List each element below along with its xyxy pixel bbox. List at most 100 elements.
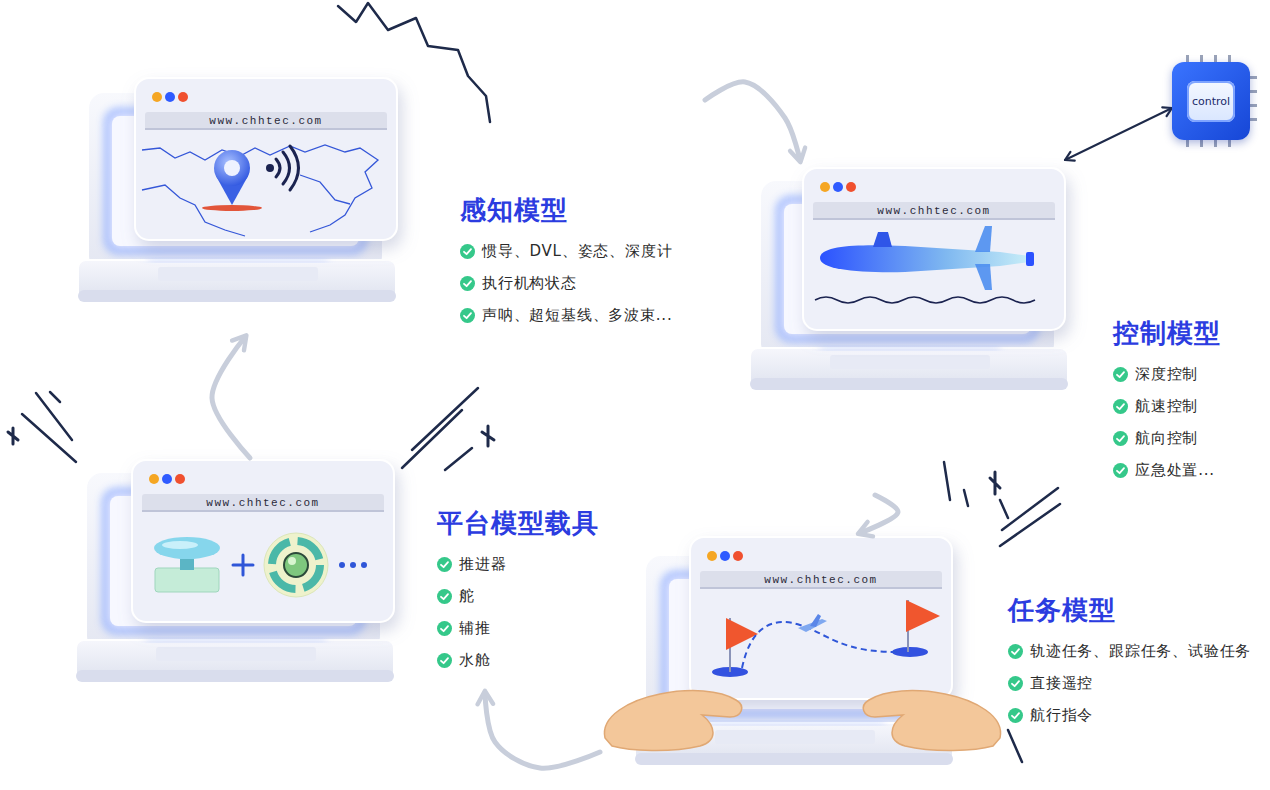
- cycle-arrow: [705, 82, 800, 160]
- hands-part: [604, 691, 741, 751]
- chip-pins-part: [1228, 55, 1231, 62]
- laptop-control-part: [975, 264, 992, 290]
- decoration-strokes-part: [1008, 730, 1022, 762]
- check-icon: [464, 313, 471, 318]
- feature-row: 轨迹任务、跟踪任务、试验任务: [1008, 635, 1251, 667]
- feature-row: 舵: [437, 580, 599, 612]
- laptop-platform-part: [264, 533, 328, 597]
- url-text: www.chhtec.com: [877, 204, 990, 218]
- chip-pins-part: [1228, 140, 1231, 147]
- cycle-arrow: [212, 337, 250, 458]
- laptop-perception-part: [266, 164, 274, 172]
- check-icon: [460, 276, 475, 291]
- feature-row: 航速控制: [1113, 390, 1221, 422]
- decoration-strokes-part: [482, 426, 494, 446]
- check-icon: [1012, 649, 1019, 654]
- model-panel: 感知模型惯导、DVL、姿态、深度计执行机构状态声呐、超短基线、多波束...: [75, 72, 705, 337]
- check-icon: [1008, 708, 1023, 723]
- chip-pins-part: [1186, 55, 1189, 62]
- text-block: 平台模型载具推进器舵辅推水舱: [437, 508, 599, 676]
- laptop-perception-part: [214, 150, 250, 186]
- laptop-control-part: [975, 226, 992, 252]
- check-icon: [1113, 367, 1128, 382]
- check-icon: [464, 249, 471, 254]
- check-icon: [1113, 463, 1128, 478]
- check-icon: [1008, 644, 1023, 659]
- feature-row: 航行指令: [1008, 699, 1251, 731]
- check-icon: [464, 281, 471, 286]
- feature-text: 推进器: [459, 555, 506, 574]
- laptop-platform-part: [284, 553, 308, 577]
- laptop-perception: [78, 78, 397, 302]
- check-icon: [437, 653, 452, 668]
- laptop-platform-part: [162, 541, 198, 549]
- chip-pins-part: [1200, 140, 1203, 147]
- check-icon: [460, 244, 475, 259]
- model-heading: 感知模型: [460, 195, 673, 225]
- laptop-platform-part: [132, 460, 394, 622]
- decoration-strokes-part: [8, 428, 18, 444]
- laptop-control-part: [815, 297, 1035, 303]
- laptop-platform-part: [233, 555, 253, 575]
- laptop-perception-part: [202, 205, 262, 211]
- feature-text: 深度控制: [1135, 365, 1198, 384]
- chip-face: control: [1187, 81, 1235, 122]
- decoration-strokes-part: [445, 448, 472, 470]
- feature-row: 航向控制: [1113, 422, 1221, 454]
- check-icon: [441, 626, 448, 631]
- check-icon: [1117, 468, 1124, 473]
- laptop-mission-part: [892, 647, 928, 657]
- check-icon: [460, 244, 475, 259]
- feature-text: 水舱: [459, 651, 491, 670]
- check-icon: [437, 653, 452, 668]
- laptop-platform-part: [272, 541, 320, 589]
- laptop-platform-part: [155, 568, 219, 592]
- laptop-platform-part: [288, 557, 296, 565]
- laptop-perception-part: [276, 159, 280, 177]
- laptop-platform-part: [339, 562, 345, 568]
- check-icon: [1012, 681, 1019, 686]
- check-icon: [437, 589, 452, 604]
- hands: [604, 691, 1000, 751]
- chip-pins-part: [1186, 140, 1189, 147]
- laptop-mission-part: [726, 618, 758, 650]
- laptop-perception-part: [283, 152, 290, 184]
- decoration-strokes-part: [944, 462, 950, 500]
- feature-row: 应急处置...: [1113, 454, 1221, 486]
- check-icon: [441, 658, 448, 663]
- check-icon: [437, 557, 452, 572]
- decoration-strokes-part: [50, 392, 60, 402]
- laptop-mission-part: [690, 537, 952, 699]
- feature-row: 深度控制: [1113, 358, 1221, 390]
- laptop-perception-part: [300, 175, 350, 204]
- laptop-platform-part: [350, 562, 356, 568]
- chip-pins-part: [1214, 55, 1217, 62]
- url-text: www.chhtec.com: [209, 114, 322, 128]
- check-icon: [460, 276, 475, 291]
- decoration-strokes-part: [402, 410, 462, 468]
- laptop-perception-part: [290, 146, 299, 190]
- laptop-mission-part: [906, 600, 940, 632]
- feature-text: 应急处置...: [1135, 461, 1215, 480]
- check-icon: [1113, 399, 1128, 414]
- feature-text: 航行指令: [1030, 706, 1093, 725]
- feature-row: 直接遥控: [1008, 667, 1251, 699]
- feature-text: 直接遥控: [1030, 674, 1093, 693]
- text-block: 感知模型惯导、DVL、姿态、深度计执行机构状态声呐、超短基线、多波束...: [460, 195, 673, 331]
- cycle-arrow: [860, 495, 898, 533]
- check-icon: [1113, 431, 1128, 446]
- laptop-platform-part: [361, 562, 367, 568]
- control-chip: control: [1172, 62, 1250, 140]
- feature-text: 声呐、超短基线、多波束...: [482, 306, 673, 325]
- laptop-platform-part: [154, 537, 220, 559]
- model-panel: 平台模型载具推进器舵辅推水舱: [75, 458, 605, 693]
- laptop-control-part: [803, 168, 1065, 330]
- laptop-control-part: [820, 245, 1030, 272]
- model-panel: 控制模型深度控制航速控制航向控制应急处置...: [750, 160, 1240, 495]
- feature-row: 水舱: [437, 644, 599, 676]
- laptop-control-part: [1026, 252, 1034, 266]
- laptop-mission-part: [810, 614, 821, 627]
- check-icon: [460, 308, 475, 323]
